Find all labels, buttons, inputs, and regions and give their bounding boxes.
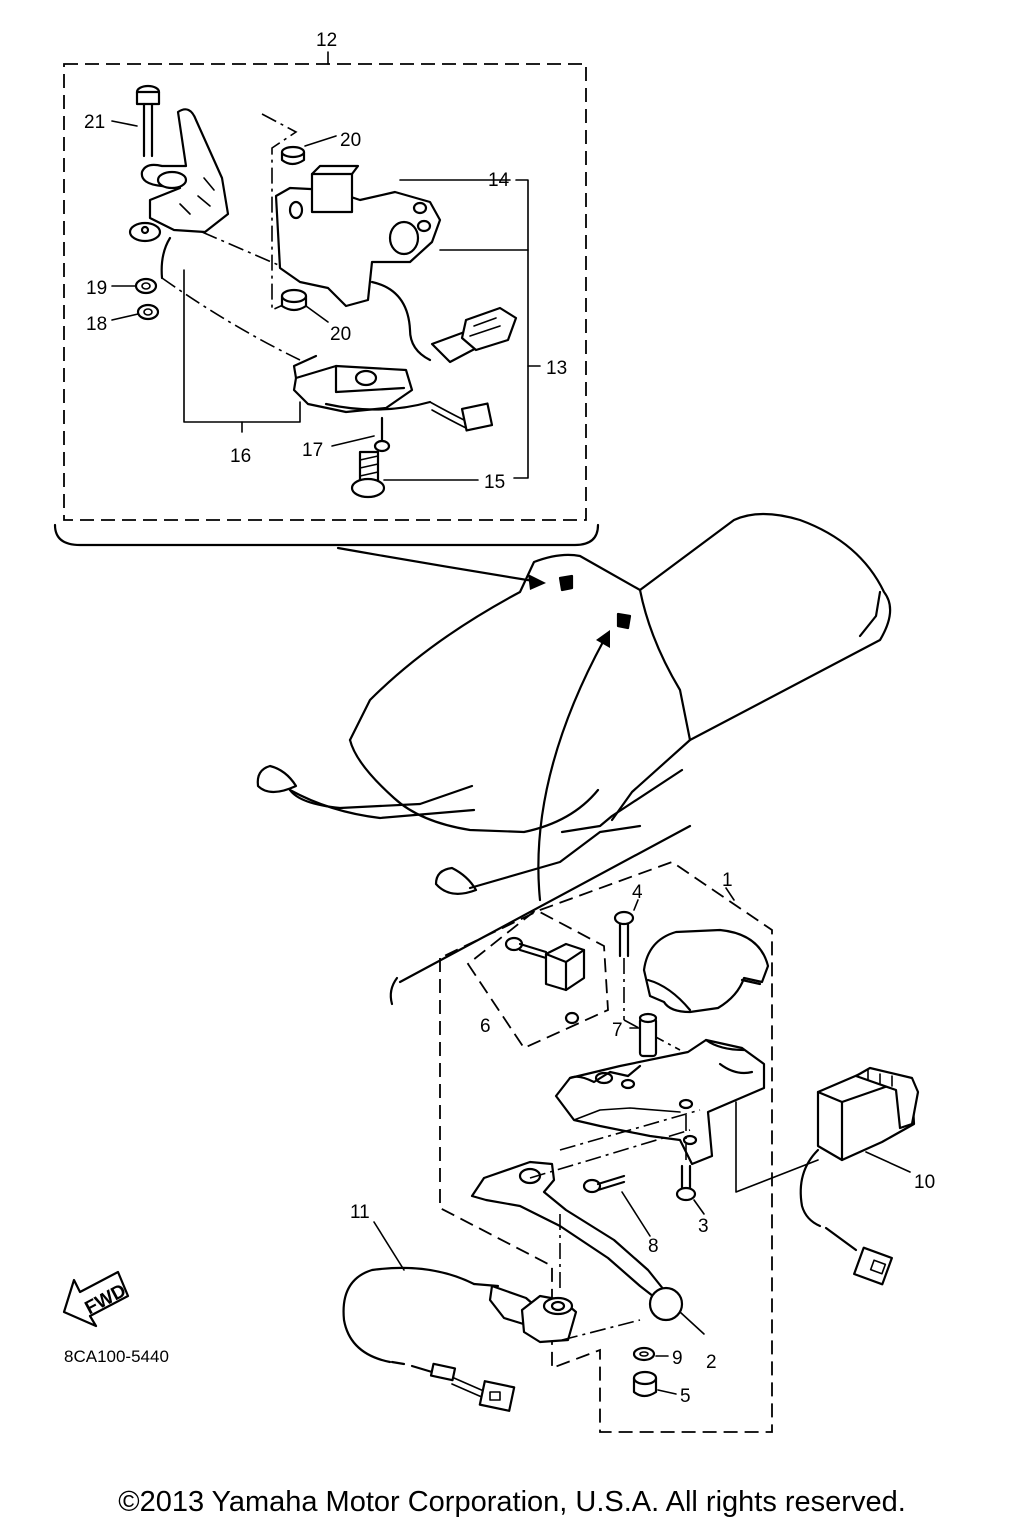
throttle-bracket	[128, 108, 230, 280]
location-arrows	[336, 546, 610, 902]
bolt-21	[111, 84, 161, 158]
washer-19	[111, 277, 158, 295]
part-label-19: 19	[86, 278, 107, 299]
nut-20-lower	[280, 288, 329, 323]
part-label-14: 14	[488, 170, 510, 191]
part-label-1: 1	[722, 870, 733, 891]
nut-5	[632, 1370, 677, 1398]
part-label-8: 8	[648, 1236, 659, 1257]
snowmobile-outline	[256, 512, 892, 1006]
lever-subassembly-box	[466, 908, 609, 1050]
nut-20-upper	[280, 135, 337, 166]
part-label-21: 21	[84, 112, 105, 133]
part-label-20-lower: 20	[330, 324, 351, 345]
part-label-13: 13	[546, 358, 567, 379]
switch-10	[799, 1066, 920, 1286]
fwd-arrow-icon: FWD	[62, 1270, 130, 1328]
cap-screw-6	[504, 936, 586, 1025]
lever-assembly-box	[439, 860, 773, 1433]
throttle-sensor-11	[342, 1221, 578, 1412]
part-label-15: 15	[484, 472, 505, 493]
washer-9	[632, 1346, 669, 1362]
screw-3	[675, 1110, 705, 1215]
part-label-18: 18	[86, 314, 107, 335]
part-label-17: 17	[302, 440, 323, 461]
lever-housing	[554, 1038, 766, 1166]
drawing-code: 8CA100-5440	[64, 1347, 169, 1366]
part-labels: 12 21 20 14 19 18 20 13 16 17 15 1 4 6 7…	[84, 30, 935, 1407]
part-label-6: 6	[480, 1016, 491, 1037]
part-label-3: 3	[698, 1216, 709, 1237]
throttle-housing-upper	[274, 164, 518, 364]
copyright-notice: ©2013 Yamaha Motor Corporation, U.S.A. A…	[118, 1486, 906, 1518]
throttle-lever-2	[470, 1160, 705, 1335]
part-label-2: 2	[706, 1352, 717, 1373]
screw-15	[350, 450, 479, 499]
part-label-11: 11	[350, 1202, 370, 1223]
collar-7	[629, 1012, 658, 1058]
part-label-5: 5	[680, 1386, 691, 1407]
screw-8	[582, 1174, 651, 1237]
lock-washer-18	[111, 303, 160, 321]
part-label-7: 7	[612, 1020, 623, 1041]
part-label-9: 9	[672, 1348, 683, 1369]
part-label-10: 10	[914, 1172, 935, 1193]
throttle-housing-lower	[292, 354, 494, 432]
part-label-20-upper: 20	[340, 130, 361, 151]
part-label-4: 4	[632, 882, 643, 903]
screw-17	[331, 416, 391, 453]
grip-cover	[642, 928, 770, 1014]
part-label-12: 12	[316, 30, 337, 51]
detail-box-throttle-housing	[53, 51, 600, 547]
part-label-16: 16	[230, 446, 251, 467]
